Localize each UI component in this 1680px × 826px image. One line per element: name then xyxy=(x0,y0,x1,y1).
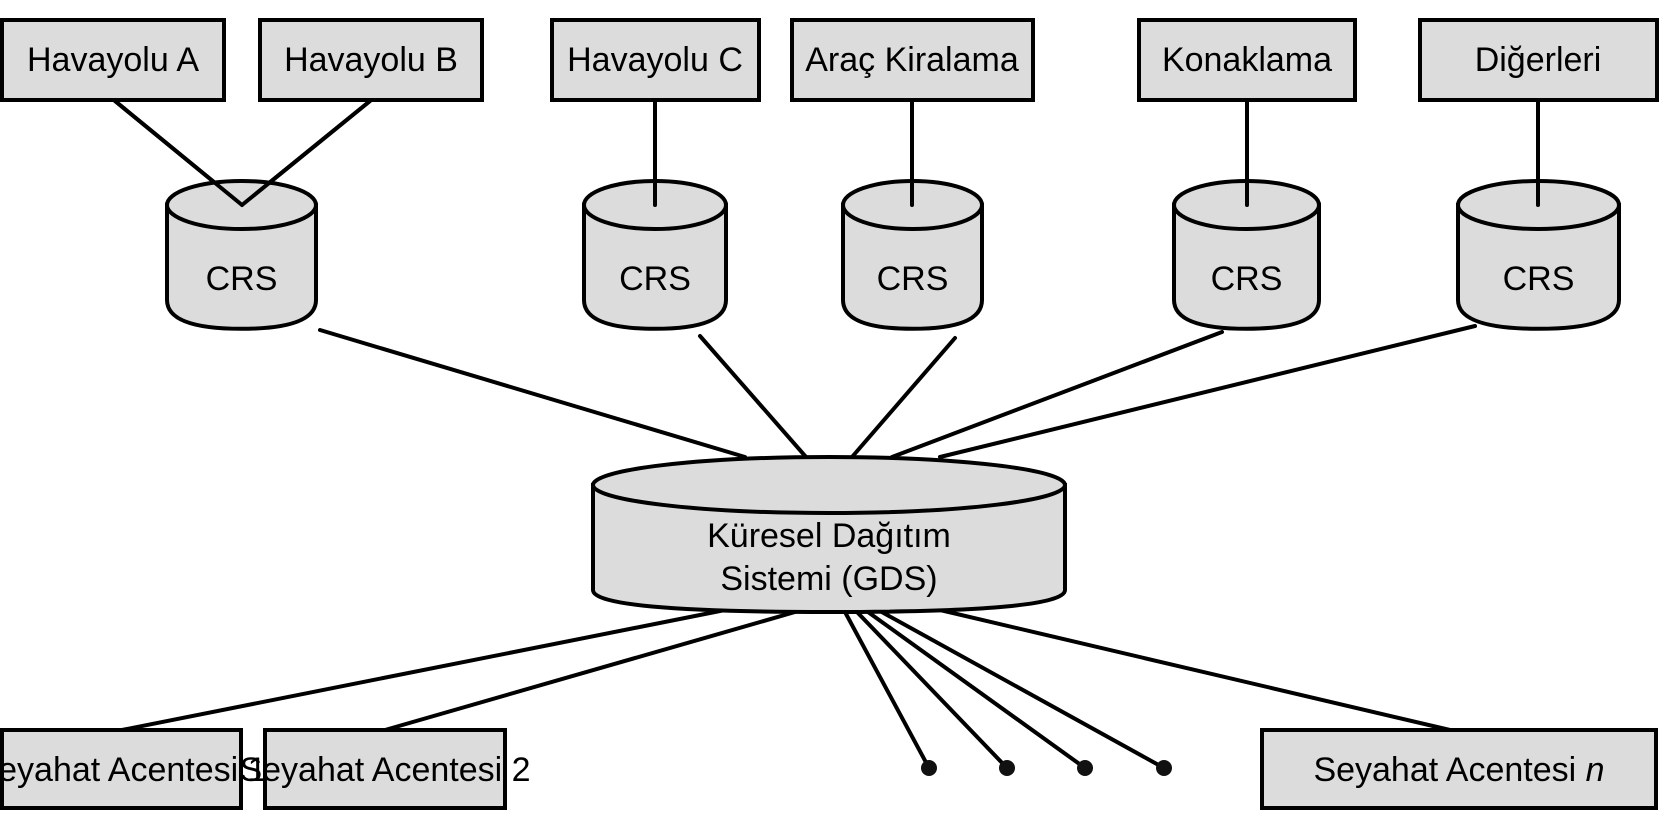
crs-cylinder-body xyxy=(841,203,984,331)
connector-crs5-gds xyxy=(938,324,1477,459)
agency-label-variable: n xyxy=(1586,751,1605,789)
connector-crs3-gds xyxy=(850,336,957,459)
crs-label: CRS xyxy=(1211,260,1283,298)
supplier-box-konaklama[interactable]: Konaklama xyxy=(1137,18,1357,102)
connector-gds-terminal-4 xyxy=(878,609,1166,770)
supplier-label: Havayolu C xyxy=(567,41,743,79)
gds-agency-connectors xyxy=(120,608,1452,770)
agency-label: Seyahat Acentesi n xyxy=(1313,751,1604,789)
supplier-label: Konaklama xyxy=(1162,41,1332,79)
agency-row: Seyahat Acentesi 1 Seyahat Acentesi 2 Se… xyxy=(0,728,1658,810)
connector-gds-terminal-3 xyxy=(866,610,1087,770)
supplier-box-digerleri[interactable]: Diğerleri xyxy=(1418,18,1659,102)
crs-label: CRS xyxy=(877,260,949,298)
agency-label: Seyahat Acentesi 1 xyxy=(0,751,267,789)
connector-gds-terminal-1 xyxy=(843,610,931,770)
crs-cylinder-body xyxy=(582,203,728,331)
crs-cylinder-body xyxy=(1456,203,1621,331)
crs-row: CRS CRS CRS CRS CRS xyxy=(113,99,1621,331)
connector-gds-agency-1 xyxy=(120,608,727,732)
crs-entry-stub xyxy=(240,99,372,207)
terminal-dot xyxy=(1077,760,1093,776)
crs-cylinder-body xyxy=(165,203,318,331)
crs-label: CRS xyxy=(206,260,278,298)
crs-label: CRS xyxy=(1503,260,1575,298)
gds-cylinder-top xyxy=(591,455,1067,515)
gds-cylinder-body xyxy=(591,483,1067,615)
terminal-dot xyxy=(921,760,937,776)
connector-crs1-gds xyxy=(318,328,747,459)
connector-crs2-gds xyxy=(698,334,808,459)
supplier-label: Diğerleri xyxy=(1475,41,1602,79)
connector-gds-agency-n xyxy=(938,608,1452,732)
gds-label-line1: Küresel Dağıtım xyxy=(707,517,951,555)
supplier-label: Havayolu B xyxy=(284,41,458,79)
agency-box-n[interactable]: Seyahat Acentesi n xyxy=(1260,728,1658,810)
supplier-label: Araç Kiralama xyxy=(805,41,1019,79)
agency-label-text: Seyahat Acentesi xyxy=(1313,751,1585,789)
supplier-label: Havayolu A xyxy=(27,41,199,79)
supplier-box-arac-kiralama[interactable]: Araç Kiralama xyxy=(790,18,1035,102)
supplier-box-havayolu-a[interactable]: Havayolu A xyxy=(0,18,226,102)
agency-label: Seyahat Acentesi 2 xyxy=(239,751,530,789)
agency-box-1[interactable]: Seyahat Acentesi 1 xyxy=(0,728,267,810)
agency-box-2[interactable]: Seyahat Acentesi 2 xyxy=(239,728,531,810)
connector-crs4-gds xyxy=(890,330,1224,459)
terminal-dot xyxy=(999,760,1015,776)
crs-cylinder-body xyxy=(1172,203,1321,331)
gds-node[interactable]: Küresel Dağıtım Sistemi (GDS) xyxy=(591,455,1067,615)
crs-label: CRS xyxy=(619,260,691,298)
ellipsis-terminals xyxy=(921,760,1172,776)
terminal-dot xyxy=(1156,760,1172,776)
connector-gds-agency-2 xyxy=(383,610,797,732)
supplier-box-havayolu-b[interactable]: Havayolu B xyxy=(258,18,484,102)
connector-gds-terminal-2 xyxy=(855,610,1009,770)
crs-entry-stub xyxy=(113,99,244,207)
supplier-connectors xyxy=(113,99,1540,207)
supplier-row: Havayolu A Havayolu B Havayolu C Araç Ki… xyxy=(0,18,1659,102)
gds-label-line2: Sistemi (GDS) xyxy=(720,560,937,598)
supplier-box-havayolu-c[interactable]: Havayolu C xyxy=(550,18,761,102)
crs-gds-connectors xyxy=(318,324,1477,459)
